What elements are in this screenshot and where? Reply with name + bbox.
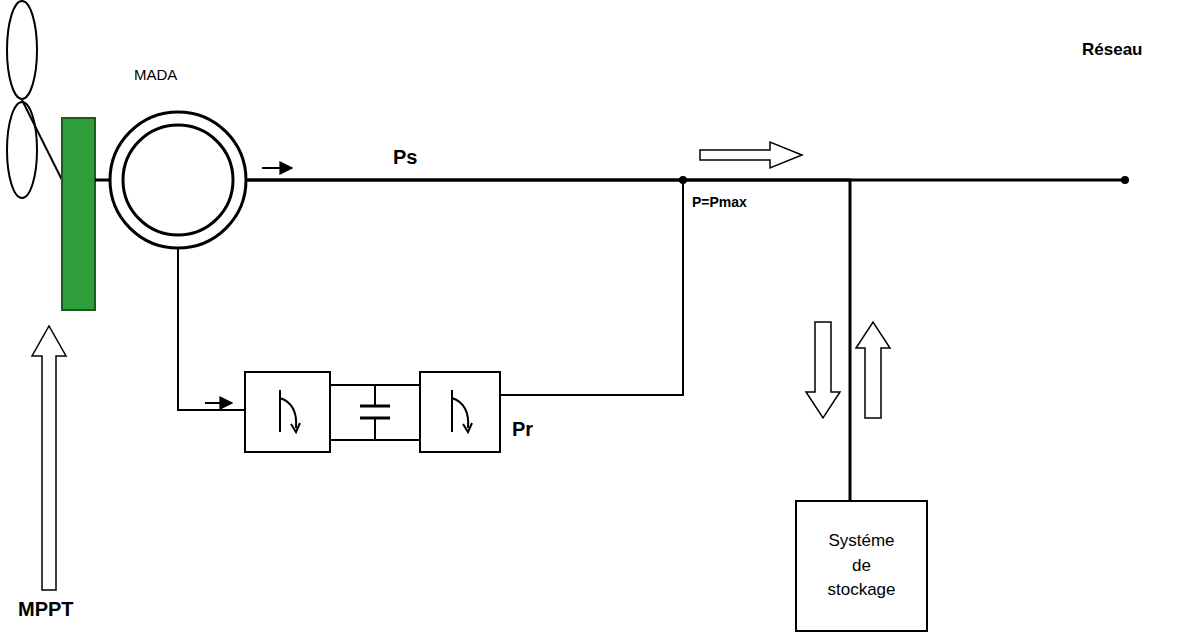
control-label: MPPT: [18, 598, 74, 621]
flow-arrow: [262, 167, 292, 169]
node-text: Systéme de stockage: [823, 529, 901, 603]
hub-block: [62, 118, 95, 310]
grid-label: Réseau: [1082, 40, 1142, 60]
power-connector: [248, 180, 850, 500]
discharge-arrow: [856, 322, 890, 418]
power-label: Ps: [393, 146, 417, 169]
rotor-line: [178, 248, 245, 410]
flow-arrow: [205, 402, 232, 404]
converter: [245, 372, 500, 452]
rotor-power-line: [500, 180, 683, 395]
power-arrow: [700, 142, 802, 168]
turbine-blades: [7, 1, 37, 198]
mppt-arrow: [32, 326, 66, 590]
node-heading: MADA: [134, 66, 177, 83]
storage-box: Systéme de stockage: [795, 500, 928, 632]
capacitor: [330, 385, 420, 440]
power-label: Pr: [512, 418, 533, 441]
rotor-link: [22, 100, 62, 180]
power-label: P=Pmax: [692, 194, 747, 210]
charge-arrow: [806, 322, 840, 418]
generator-circle: MADA: [108, 110, 248, 250]
grid-dot: [1121, 176, 1129, 184]
machine-rings: [108, 110, 248, 250]
